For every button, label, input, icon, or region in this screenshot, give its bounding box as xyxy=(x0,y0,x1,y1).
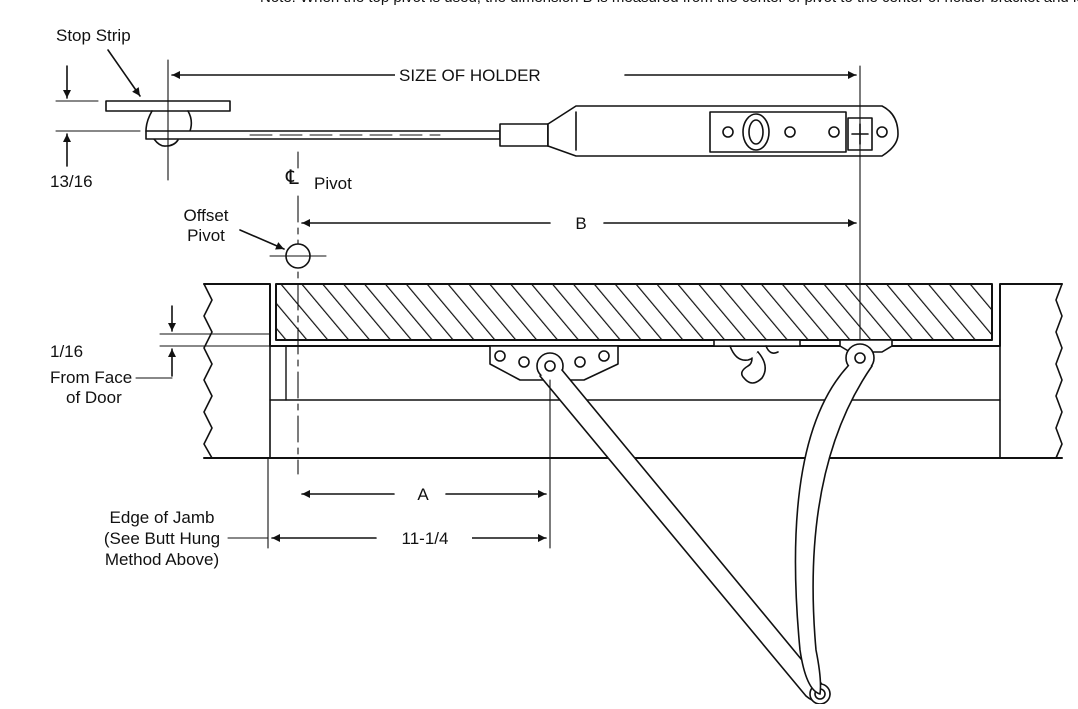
holder-curved-arm xyxy=(795,366,872,694)
pivot-label: Pivot xyxy=(314,174,352,193)
pivot-arm xyxy=(540,370,830,702)
door-section-hatched xyxy=(276,284,992,340)
offset-pivot-label-line1: Offset xyxy=(183,206,229,225)
stop-strip-foot xyxy=(154,139,178,146)
clipped-header-note: Note: When the top pivot is used, the di… xyxy=(260,0,1078,8)
offset-pivot-label-line2: Pivot xyxy=(187,226,225,245)
edge-of-jamb-label-line3: Method Above) xyxy=(104,550,220,569)
head-jamb-top xyxy=(204,284,1062,346)
holder-bracket-plate xyxy=(710,112,846,152)
bracket-screw-hole xyxy=(723,127,733,137)
dim-1-16-label: 1/16 xyxy=(50,342,84,361)
edge-of-jamb-label-line2: (See Butt Hung xyxy=(103,529,221,548)
offset-pivot-leader xyxy=(240,230,284,249)
holder-slider-block xyxy=(500,124,548,146)
holder-adjust-knob xyxy=(743,114,769,150)
door-frame-section xyxy=(204,284,1062,458)
size-of-holder-label: SIZE OF HOLDER xyxy=(395,66,545,86)
from-face-label-line1: From Face xyxy=(50,368,133,387)
edge-of-jamb-label-line1: Edge of Jamb xyxy=(109,508,215,527)
dim-13-16-label: 13/16 xyxy=(50,172,93,191)
break-line-left xyxy=(204,284,212,458)
from-face-label-line2: of Door xyxy=(66,388,122,407)
stop-strip-leader xyxy=(108,50,140,96)
holder-side-view xyxy=(106,101,898,156)
stop-strip-bracket xyxy=(146,111,191,131)
dim-a-label: A xyxy=(404,485,442,505)
break-line-right xyxy=(1056,284,1062,458)
centerline-symbol: ℄ xyxy=(286,167,299,189)
dim-11-1-4-label: 11-1/4 xyxy=(378,529,472,549)
stop-bracket xyxy=(714,340,800,383)
dim-b-label: B xyxy=(562,214,600,234)
stop-strip-label: Stop Strip xyxy=(56,26,131,45)
